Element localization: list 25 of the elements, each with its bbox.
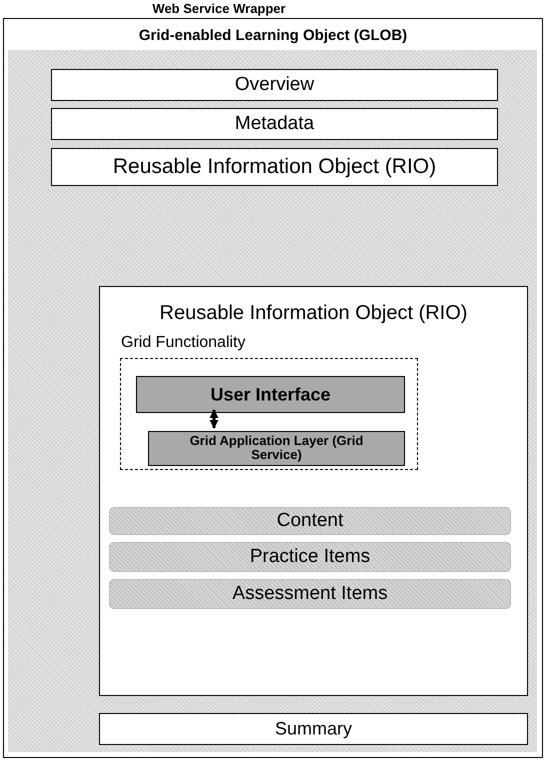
section-box xyxy=(51,148,498,186)
box-label: Summary xyxy=(274,718,353,740)
double-arrow xyxy=(210,409,218,429)
box-label: Assessment Items xyxy=(231,583,389,605)
box-label: Content xyxy=(276,510,344,532)
box-label: Overview xyxy=(234,74,316,96)
section-box xyxy=(99,713,528,745)
group-title: Grid Functionality xyxy=(121,334,246,352)
item-bar xyxy=(109,579,511,609)
layer-box xyxy=(136,376,405,413)
section-box xyxy=(51,108,498,140)
group-title: Web Service Wrapper xyxy=(151,1,287,16)
item-bar xyxy=(109,542,511,572)
group-title: Grid-enabled Learning Object (GLOB) xyxy=(138,27,408,44)
item-bar xyxy=(109,507,511,535)
box-label: User Interface xyxy=(209,384,332,405)
box-label: Reusable Information Object (RIO) xyxy=(112,155,438,179)
container-box xyxy=(99,286,528,696)
outer-panel xyxy=(3,18,543,758)
section-box xyxy=(51,69,498,101)
box-label: Practice Items xyxy=(248,546,372,568)
group-title: Reusable Information Object (RIO) xyxy=(158,302,468,325)
layer-box xyxy=(148,431,405,466)
box-label: Grid Application Layer (Grid Service) xyxy=(188,434,364,464)
box-label: Metadata xyxy=(234,113,316,135)
